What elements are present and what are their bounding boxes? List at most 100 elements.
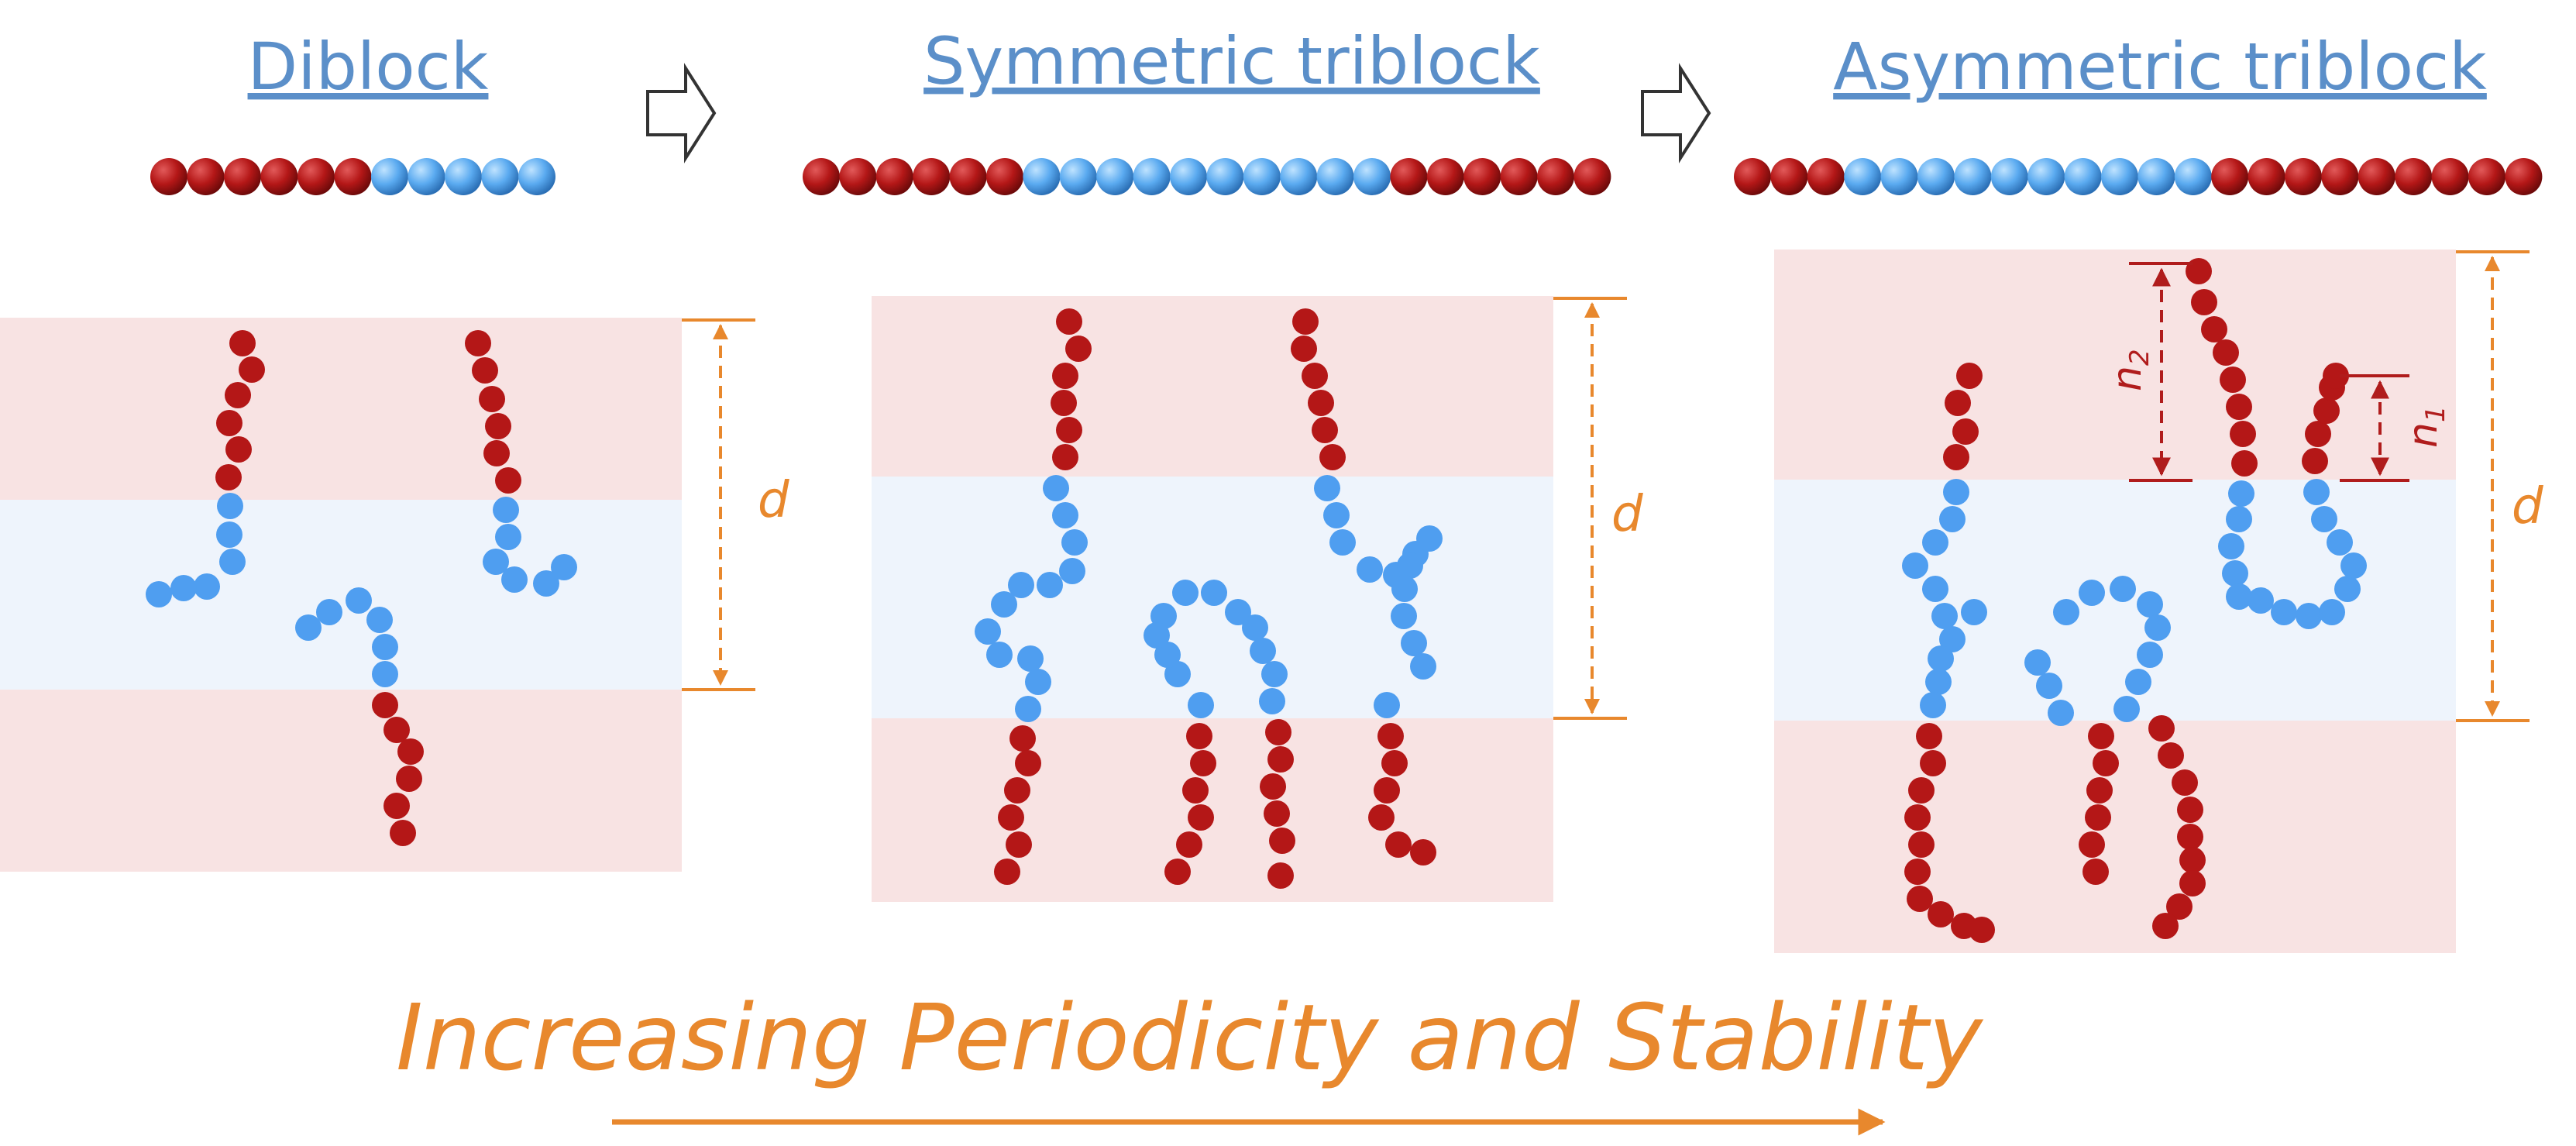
red-bead — [1269, 828, 1295, 854]
red-bead — [1065, 336, 1092, 362]
red-bead — [913, 158, 951, 195]
blue-bead — [1925, 669, 1952, 695]
red-bead — [1190, 750, 1216, 776]
blue-bead — [346, 587, 372, 614]
blue-bead — [1401, 630, 1427, 656]
blue-bead — [1353, 158, 1391, 195]
red-bead — [1319, 444, 1346, 470]
polymer-chains — [146, 258, 2367, 943]
red-bead — [2431, 158, 2469, 195]
blue-bead — [2048, 700, 2074, 726]
blue-bead — [2248, 587, 2274, 614]
red-bead — [2191, 289, 2217, 315]
blue-bead — [1052, 502, 1078, 528]
blue-bead — [1397, 552, 1423, 579]
red-bead — [1969, 917, 1995, 943]
blue-bead — [1242, 614, 1268, 641]
red-bead — [1004, 777, 1030, 804]
blue-bead — [1329, 529, 1356, 556]
blue-bead — [1844, 158, 1882, 195]
blue-bead — [1059, 558, 1085, 584]
diblock-lamellae-panel — [0, 318, 682, 872]
red-bead — [2323, 363, 2349, 389]
period-label-symmetric: d — [1611, 486, 1643, 543]
blue-bead — [1188, 692, 1214, 718]
red-bead — [472, 357, 498, 384]
red-bead — [1734, 158, 1771, 195]
red-bead — [1385, 831, 1412, 858]
red-bead — [225, 382, 251, 408]
red-bead — [1176, 831, 1202, 858]
blue-bead — [2137, 642, 2163, 668]
red-bead — [479, 386, 505, 412]
blue-bead — [1250, 638, 1276, 664]
red-bead — [1426, 158, 1464, 195]
red-bead — [949, 158, 987, 195]
red-bead — [485, 413, 511, 439]
blue-bead — [2228, 480, 2254, 507]
blue-bead — [371, 158, 408, 195]
red-bead — [1302, 363, 1328, 389]
blue-bead — [146, 581, 172, 607]
red-bead — [465, 330, 491, 356]
blue-bead — [1954, 158, 1992, 195]
red-bead — [2285, 158, 2322, 195]
polymer-chain — [1291, 308, 1443, 866]
blue-bead — [1144, 622, 1170, 649]
right-arrow-icon — [1641, 63, 1711, 163]
blue-bead — [372, 661, 398, 687]
n2-marker — [2129, 262, 2193, 482]
red-bead — [1052, 363, 1078, 389]
red-bead — [1500, 158, 1538, 195]
red-bead — [1537, 158, 1574, 195]
blue-bead — [991, 591, 1017, 618]
blue-bead — [1259, 688, 1285, 714]
blue-bead — [2271, 599, 2297, 625]
blue-bead — [216, 521, 242, 548]
blue-bead — [1025, 669, 1051, 695]
blue-bead — [1961, 599, 1987, 625]
red-bead — [2213, 339, 2239, 366]
blue-bead — [1280, 158, 1318, 195]
blue-bead — [533, 570, 559, 597]
red-bead — [2201, 316, 2227, 342]
red-bead — [297, 158, 335, 195]
red-bead — [1904, 859, 1931, 885]
polymer-chain — [146, 330, 265, 607]
red-bead — [2179, 870, 2206, 896]
blue-bead — [2144, 614, 2171, 641]
red-layer-top — [0, 318, 682, 500]
blue-bead — [493, 497, 519, 523]
red-bead — [998, 804, 1024, 831]
red-bead — [2230, 421, 2256, 447]
blue-bead — [2303, 479, 2330, 505]
n1-label: n1 — [2400, 405, 2451, 448]
n2-label: n2 — [2104, 349, 2155, 391]
red-bead — [224, 158, 261, 195]
blue-bead — [1917, 158, 1955, 195]
red-bead — [372, 692, 398, 718]
blue-bead — [483, 549, 509, 575]
blue-bead — [2334, 576, 2361, 602]
red-bead — [2248, 158, 2285, 195]
blue-bead — [1164, 661, 1191, 687]
trend-caption: Increasing Periodicity and Stability — [396, 984, 1984, 1091]
blue-bead — [1391, 603, 1417, 629]
blue-bead — [2064, 158, 2102, 195]
blue-bead — [1880, 158, 1918, 195]
blue-bead — [408, 158, 445, 195]
red-bead — [1291, 336, 1317, 362]
blue-bead — [1225, 599, 1251, 625]
red-bead — [1006, 831, 1032, 858]
blue-bead — [2311, 506, 2337, 532]
blue-bead — [1922, 576, 1948, 602]
blue-bead — [1015, 696, 1041, 722]
polymer-chain — [295, 587, 424, 846]
blue-bead — [1043, 475, 1069, 501]
blue-bead — [1920, 692, 1946, 718]
red-bead — [260, 158, 298, 195]
polymer-chain — [975, 308, 1092, 885]
blue-bead — [372, 634, 398, 660]
symmetric-triblock-sequence — [803, 158, 1611, 195]
